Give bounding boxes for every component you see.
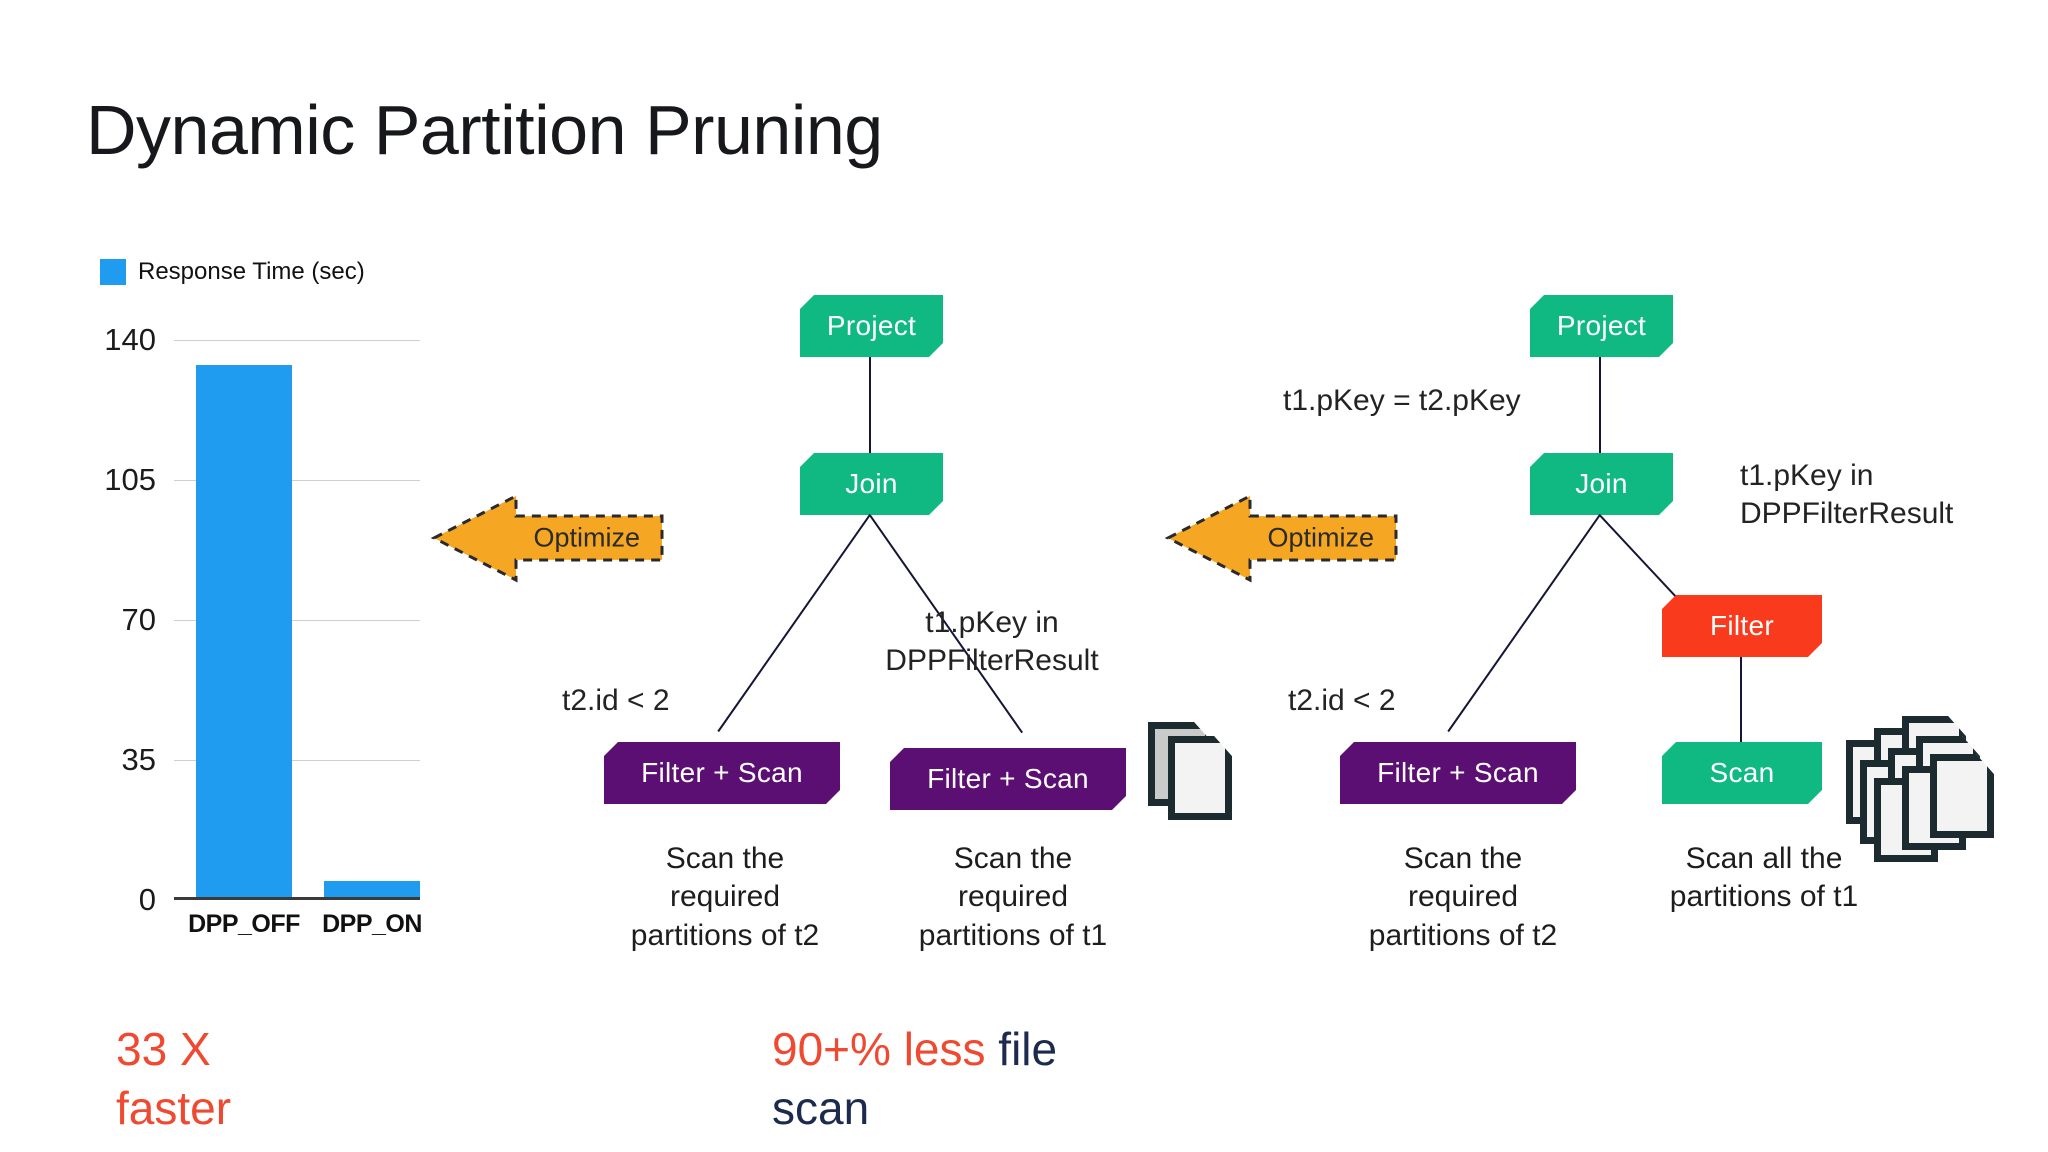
bar-dpp-on[interactable] — [324, 881, 420, 897]
node-label: Project — [1556, 310, 1647, 341]
optimize-arrow-outline-right — [1164, 493, 1398, 583]
optimize-arrow-left[interactable]: Optimize — [430, 493, 664, 583]
document-icon — [1930, 754, 1994, 838]
response-time-chart: Response Time (sec) 140 105 70 35 0 DPP_… — [86, 258, 431, 958]
callout-file-scan-highlight: 90+% less — [772, 1023, 999, 1075]
caption-left-leaf-right-tree: Scan the required partitions of t2 — [1368, 842, 1558, 952]
edge-project-join-left — [869, 357, 871, 455]
xtick-label-dpp-on: DPP_ON — [322, 910, 422, 938]
ytick-label-140: 140 — [104, 322, 156, 357]
node-label: Project — [826, 310, 917, 341]
callout-faster: 33 X faster — [116, 1023, 232, 1134]
gridline-35 — [174, 760, 420, 761]
node-filter-scan-right[interactable]: Filter + Scan — [1340, 742, 1576, 804]
node-label: Scan — [1709, 757, 1775, 788]
gridline-70 — [174, 620, 420, 621]
node-label: Filter + Scan — [1377, 757, 1539, 788]
gridline-105 — [174, 480, 420, 481]
caption-right-leaf-left-tree: Scan the required partitions of t1 — [918, 842, 1108, 952]
node-project-left[interactable]: Project — [800, 295, 943, 357]
gridline-140 — [174, 340, 420, 341]
edge-label-dppfilter-right: t1.pKey in DPPFilterResult — [1740, 459, 1954, 531]
node-label: Join — [1575, 468, 1628, 499]
legend-label-response-time: Response Time (sec) — [138, 258, 365, 285]
node-filter-right[interactable]: Filter — [1662, 595, 1822, 657]
optimize-arrow-outline-left — [430, 493, 664, 583]
document-icon — [1168, 736, 1232, 820]
chart-axis-baseline — [174, 897, 420, 900]
legend-swatch-response-time — [100, 259, 126, 285]
edge-label-t2id-left: t2.id < 2 — [562, 684, 670, 717]
chart-legend: Response Time (sec) — [100, 258, 365, 286]
optimize-arrow-label-right: Optimize — [1267, 522, 1375, 553]
ytick-label-0: 0 — [138, 882, 156, 917]
edge-join-left-leaf-right — [1447, 513, 1601, 733]
node-scan-right[interactable]: Scan — [1662, 742, 1822, 804]
node-project-right[interactable]: Project — [1530, 295, 1673, 357]
edge-join-left-leaf-left — [717, 513, 871, 733]
file-stack-right — [1846, 716, 2026, 862]
node-filter-scan-left-1[interactable]: Filter + Scan — [604, 742, 840, 804]
xtick-label-dpp-off: DPP_OFF — [188, 910, 300, 938]
callout-file-scan-rest: file scan — [772, 1023, 1058, 1134]
optimize-arrow-right[interactable]: Optimize — [1164, 493, 1398, 583]
edge-label-join-condition-right: t1.pKey = t2.pKey — [1283, 384, 1521, 417]
optimize-arrow-label-left: Optimize — [533, 522, 641, 553]
ytick-label-105: 105 — [104, 462, 156, 497]
ytick-label-70: 70 — [121, 602, 156, 637]
page-title: Dynamic Partition Pruning — [86, 91, 883, 169]
chart-plot-area: 140 105 70 35 0 DPP_OFF DPP_ON — [104, 322, 422, 938]
ytick-label-35: 35 — [121, 742, 156, 777]
callout-file-scan: 90+% less file scan — [772, 1020, 1057, 1138]
node-label: Filter + Scan — [641, 757, 803, 788]
edge-filter-scan-right — [1740, 657, 1742, 743]
node-join-right[interactable]: Join — [1530, 453, 1673, 515]
node-label: Join — [845, 468, 898, 499]
node-filter-scan-left-2[interactable]: Filter + Scan — [890, 748, 1126, 810]
bar-dpp-off[interactable] — [196, 365, 292, 897]
edge-label-dppfilter-left: t1.pKey in DPPFilterResult — [885, 606, 1099, 678]
node-label: Filter — [1709, 610, 1775, 641]
node-label: Filter + Scan — [927, 763, 1089, 794]
edge-project-join-right — [1599, 357, 1601, 455]
caption-left-leaf-left-tree: Scan the required partitions of t2 — [630, 842, 820, 952]
node-join-left[interactable]: Join — [800, 453, 943, 515]
caption-right-leaf-right-tree: Scan all the partitions of t1 — [1669, 842, 1859, 914]
edge-label-t2id-right: t2.id < 2 — [1288, 684, 1396, 717]
file-stack-left — [1148, 722, 1258, 822]
